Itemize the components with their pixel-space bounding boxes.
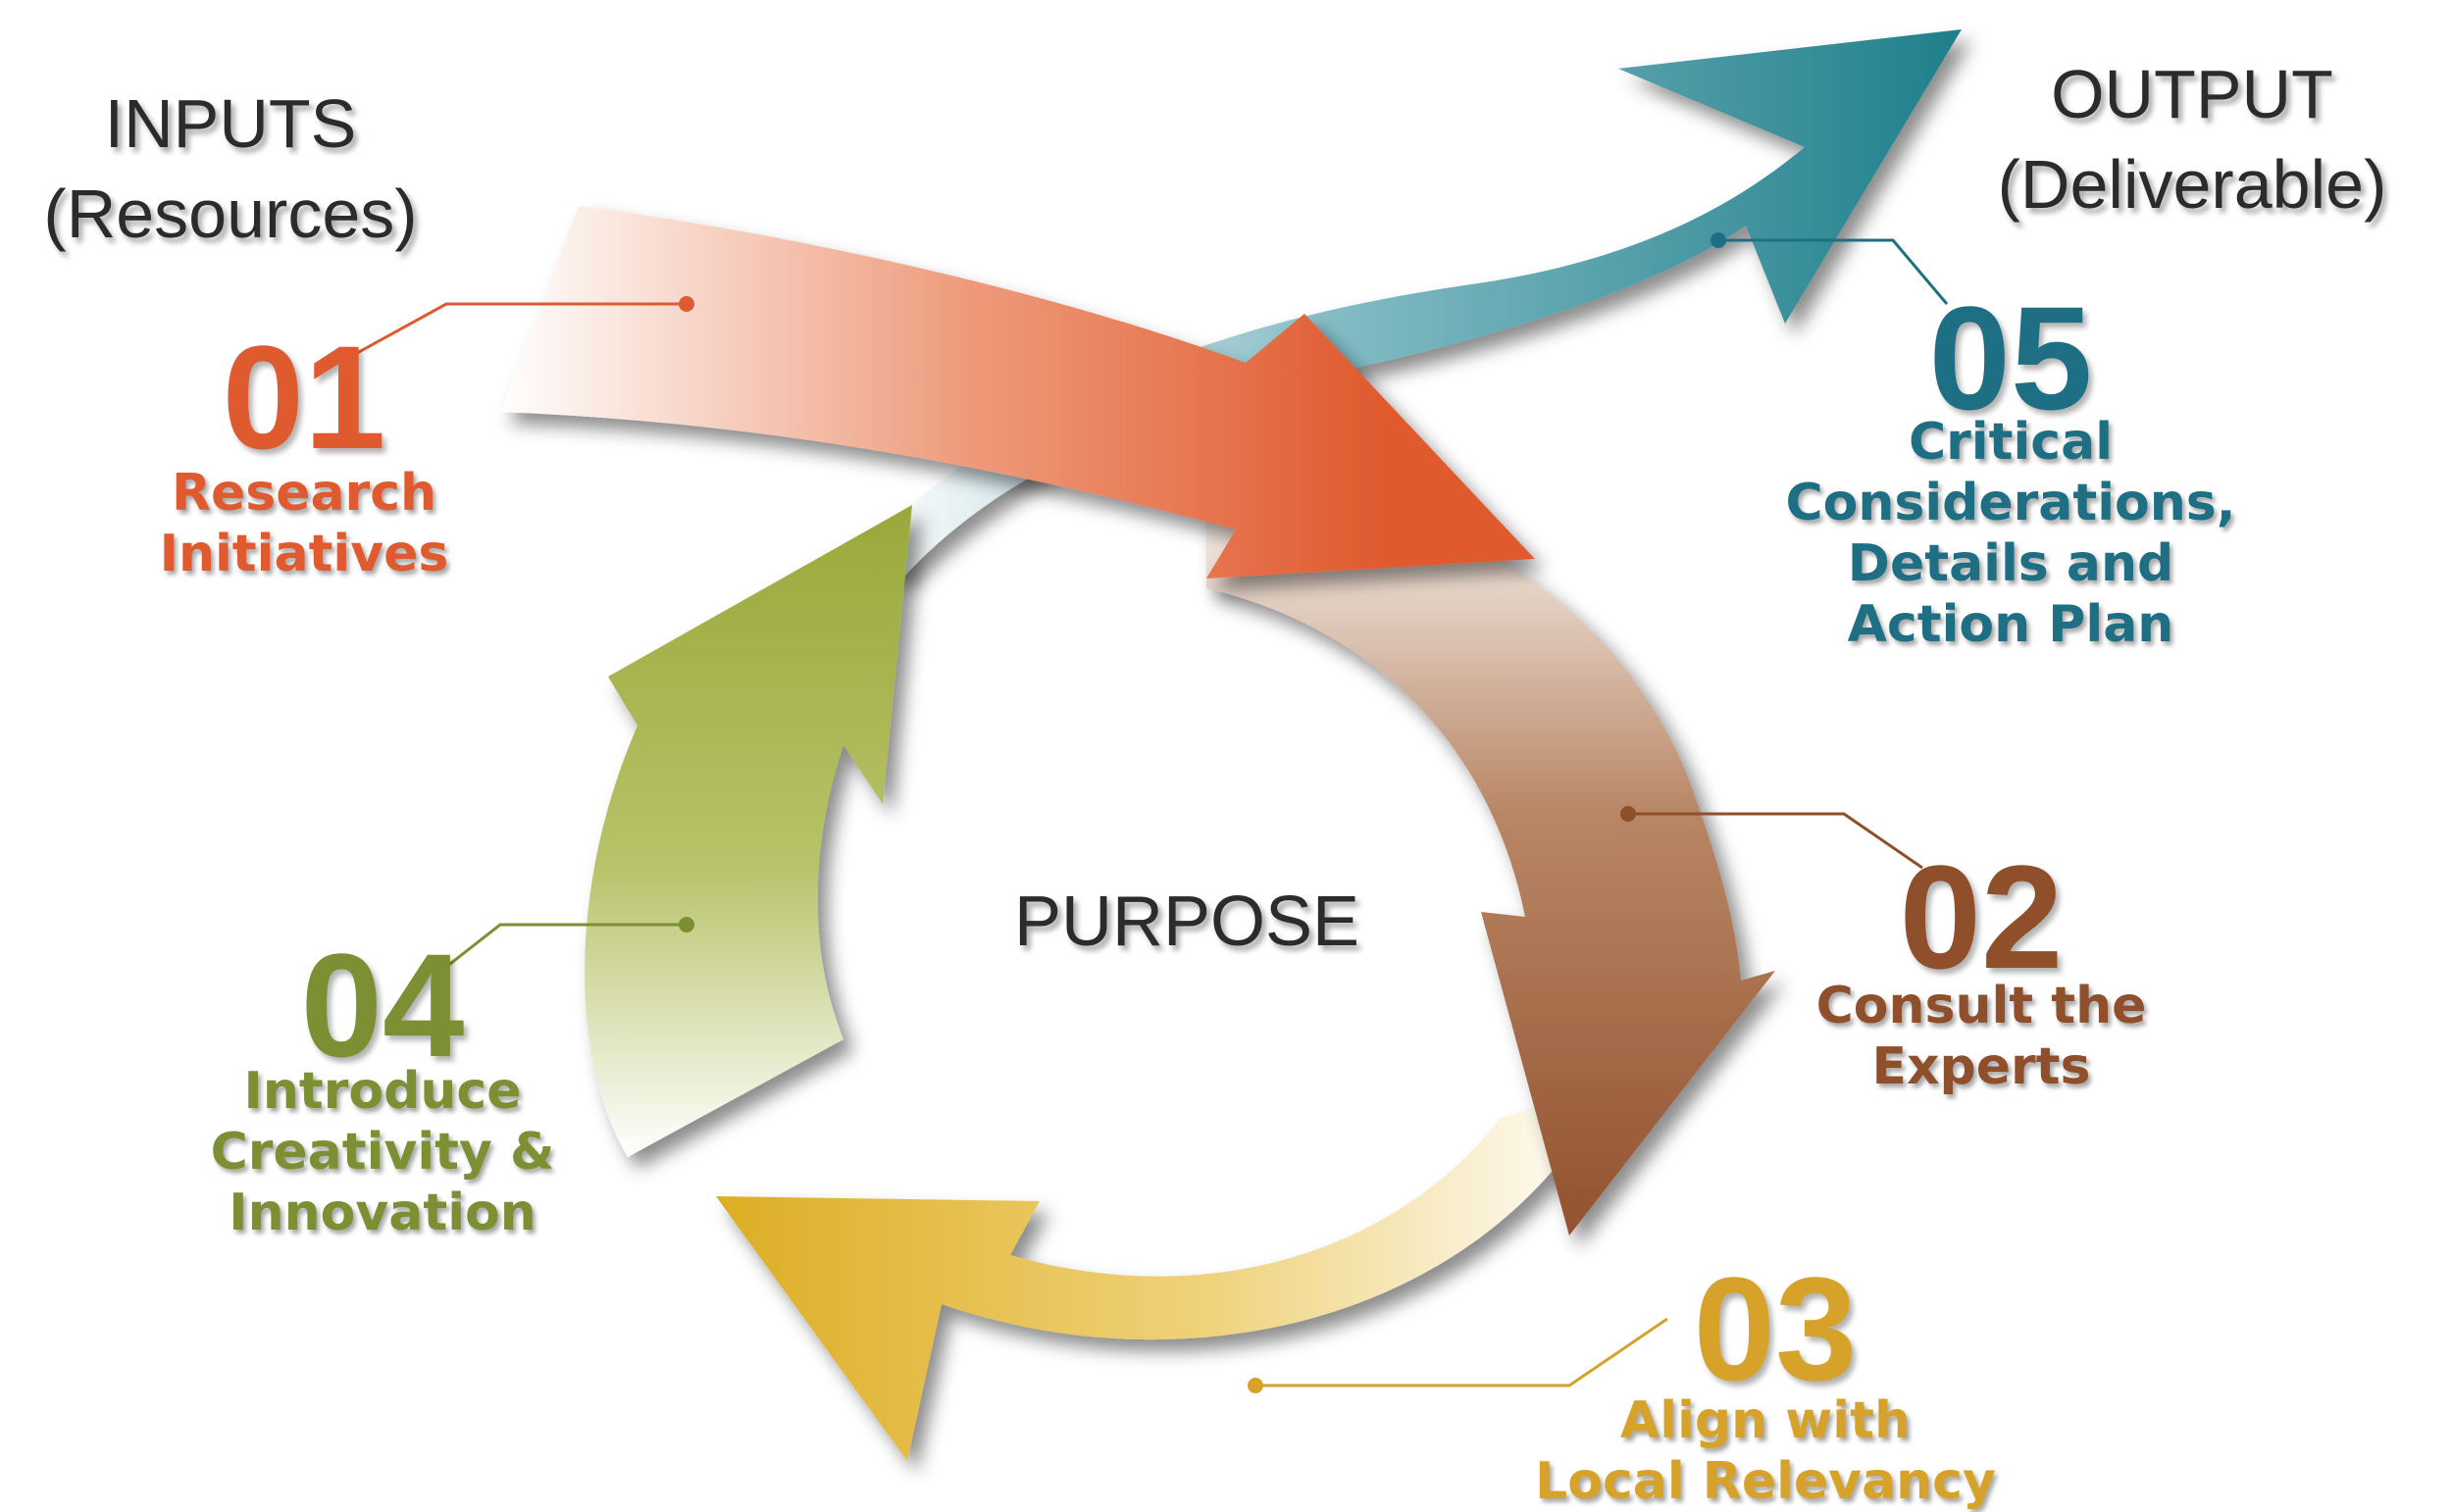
step-03-leader: [1255, 1317, 1668, 1387]
output-label: OUTPUT (Deliverable): [1952, 49, 2432, 229]
step-04-line1: Introduce: [243, 1062, 522, 1121]
step-03-number: 03: [1693, 1246, 1858, 1411]
step-05-line2: Considerations,: [1785, 474, 2236, 532]
step-02-line1: Consult the: [1815, 977, 2147, 1035]
step-02-arrow: [1206, 461, 1775, 1235]
output-title: OUTPUT: [2051, 56, 2333, 132]
step-03-description: Align with Local Relevancy: [1481, 1390, 2050, 1512]
inputs-title: INPUTS: [104, 85, 357, 162]
step-01-number: 01: [222, 315, 386, 479]
step-03-line1: Align with: [1620, 1391, 1911, 1450]
output-arrow: [863, 29, 1962, 579]
step-01-arrow: [500, 206, 1535, 579]
step-02-leader: [1628, 812, 1923, 870]
step-05-line3: Details and: [1847, 534, 2174, 593]
step-05-line4: Action Plan: [1847, 595, 2174, 654]
step-04-line3: Innovation: [229, 1184, 536, 1242]
step-04-number: 04: [300, 923, 465, 1087]
step-05-description: Critical Considerations, Details and Act…: [1756, 412, 2266, 655]
center-label: PURPOSE: [1013, 882, 1360, 961]
step-05-line1: Critical: [1908, 413, 2114, 472]
inputs-subtitle: (Resources): [43, 176, 418, 252]
step-04-leader: [440, 923, 687, 973]
step-04-description: Introduce Creativity & Innovation: [147, 1061, 618, 1243]
step-04-line2: Creativity &: [210, 1123, 555, 1182]
step-05-leader: [1718, 238, 1949, 305]
step-02-description: Consult the Experts: [1765, 976, 2197, 1097]
step-01-description: Research Initiatives: [118, 463, 490, 584]
step-01-line1: Research: [171, 464, 437, 523]
step-03-arrow: [716, 1088, 1608, 1461]
step-01-line2: Initiatives: [159, 525, 449, 583]
step-01-leader: [347, 302, 687, 360]
step-02-number: 02: [1899, 834, 2064, 999]
step-02-line2: Experts: [1871, 1037, 2091, 1096]
step-03-line2: Local Relevancy: [1535, 1452, 1996, 1511]
inputs-label: INPUTS (Resources): [20, 78, 441, 259]
output-subtitle: (Deliverable): [1997, 146, 2387, 223]
step-05-number: 05: [1928, 276, 2093, 440]
step-04-arrow: [585, 505, 912, 1157]
